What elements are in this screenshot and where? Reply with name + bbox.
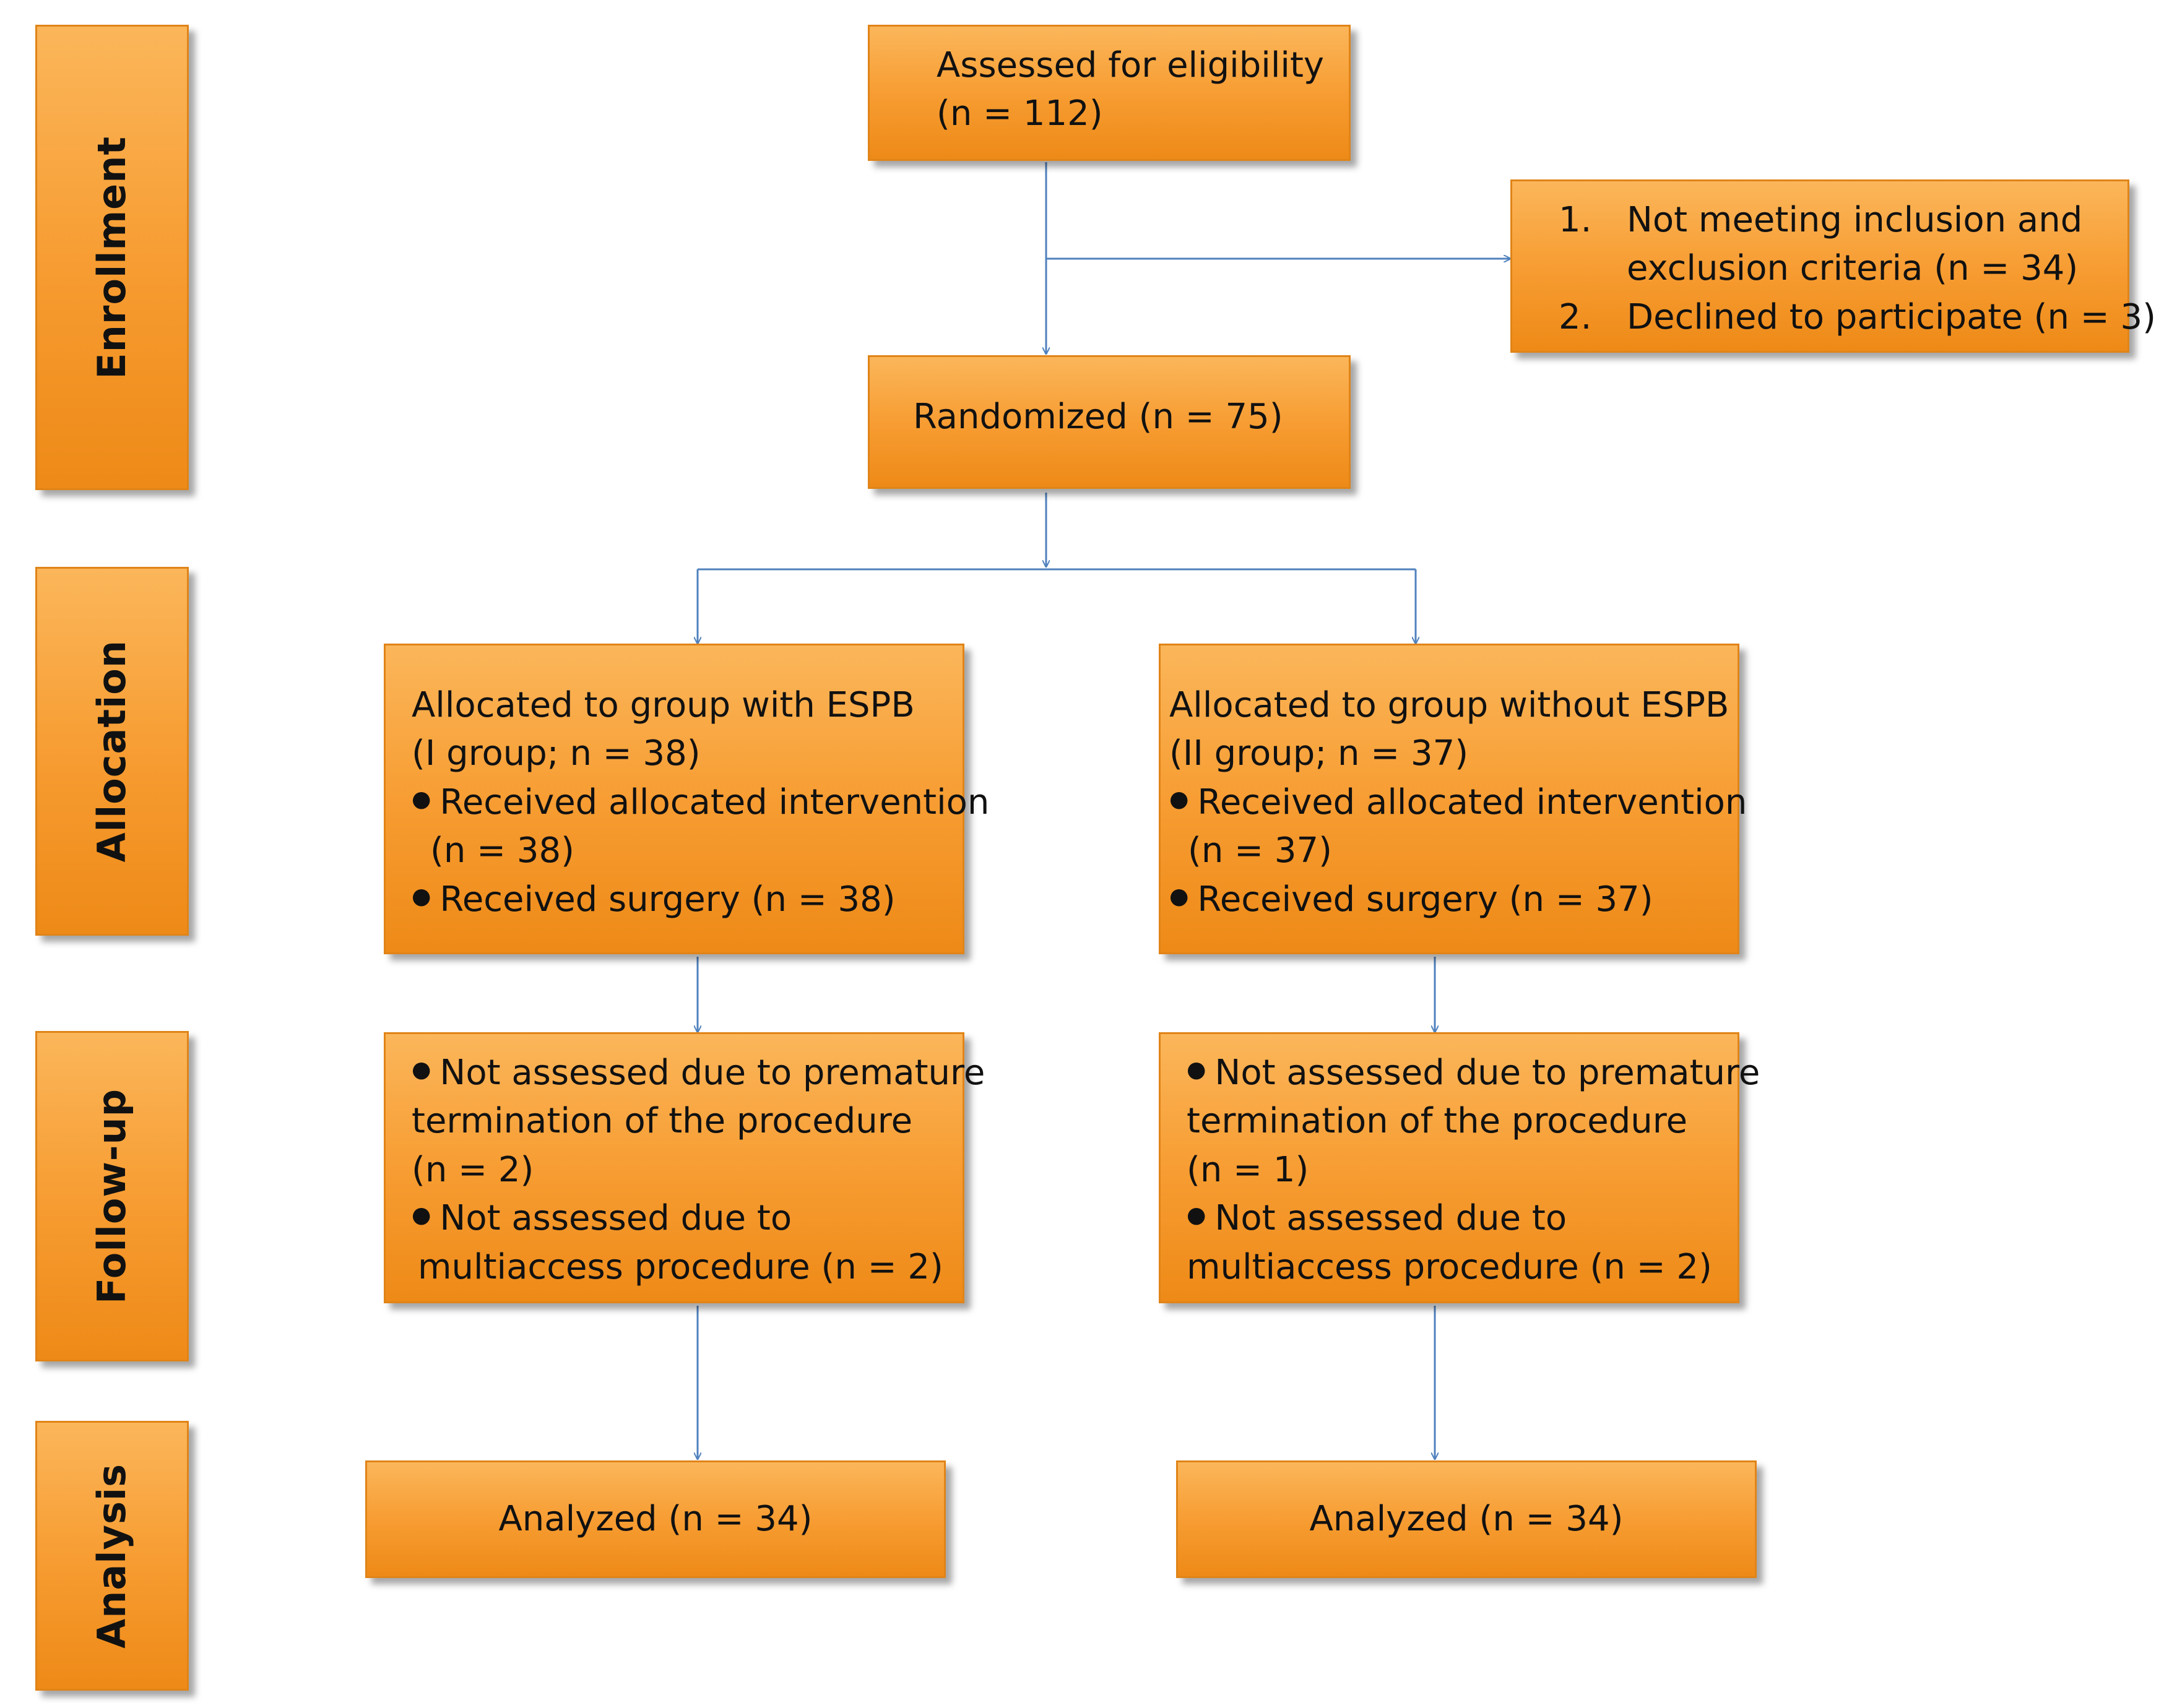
group-without-bullet-1: ●Received allocated intervention [1169, 782, 1747, 822]
group-with-bullet-1-cont: (n = 38) [430, 830, 574, 871]
excluded-item-1-text-b: exclusion criteria (n = 34) [1627, 248, 2079, 289]
assessed-title: Assessed for eligibility [937, 45, 1325, 85]
followup-with-bullet-2-cont: multiaccess procedure (n = 2) [418, 1246, 943, 1287]
bullet-icon: ● [1187, 1057, 1206, 1082]
followup-without-bullet-2-cont: multiaccess procedure (n = 2) [1187, 1246, 1712, 1287]
excluded-box: 1. Not meeting inclusion and exclusion c… [1510, 179, 2156, 353]
followup-with-bullet-1: ●Not assessed due to premature [412, 1053, 985, 1093]
followup-with-bullet-1-cont-b: (n = 2) [412, 1149, 534, 1190]
followup-without-bullet-1: ●Not assessed due to premature [1187, 1053, 1760, 1093]
bullet-icon: ● [1169, 883, 1189, 909]
stage-allocation: Allocation [35, 567, 189, 936]
bullet-icon: ● [412, 786, 431, 812]
group-with-subtitle: (I group; n = 38) [412, 733, 701, 774]
group-with-bullet-1: ●Received allocated intervention [412, 782, 990, 822]
group-without-espb-box: Allocated to group without ESPB (II grou… [1159, 644, 1747, 954]
stage-enrollment: Enrollment [35, 25, 189, 490]
excluded-item-2-number: 2. [1559, 296, 1592, 337]
followup-without-bullet-1-cont-a: termination of the procedure [1187, 1101, 1688, 1142]
bullet-icon: ● [412, 883, 431, 909]
group-without-bullet-1-cont: (n = 37) [1188, 830, 1332, 871]
bullet-icon: ● [1169, 786, 1189, 812]
excluded-item-1-cont: exclusion criteria (n = 34) [1512, 244, 2127, 293]
followup-without-bullet-1-cont-b: (n = 1) [1187, 1149, 1309, 1190]
group-with-espb-box: Allocated to group with ESPB (I group; n… [384, 644, 990, 954]
group-without-title: Allocated to group without ESPB [1169, 685, 1729, 725]
bullet-icon: ● [412, 1202, 431, 1228]
stage-follow-up: Follow-up [35, 1031, 189, 1361]
analyzed-with-text: Analyzed (n = 34) [498, 1498, 813, 1539]
followup-with-box: ●Not assessed due to premature terminati… [384, 1032, 985, 1303]
bullet-icon: ● [1187, 1202, 1206, 1228]
stage-allocation-label: Allocation [89, 640, 134, 863]
assessed-count: (n = 112) [937, 93, 1103, 134]
assessed-box: Assessed for eligibility (n = 112) [868, 25, 1351, 161]
analyzed-without-box: Analyzed (n = 34) [1176, 1460, 1757, 1578]
excluded-item-2: 2. Declined to participate (n = 3) [1512, 293, 2156, 342]
followup-with-bullet-2: ●Not assessed due to [412, 1198, 792, 1239]
excluded-item-1-number: 1. [1559, 200, 1592, 240]
bullet-icon: ● [412, 1057, 431, 1082]
stage-enrollment-label: Enrollment [89, 136, 134, 379]
randomized-text: Randomized (n = 75) [913, 397, 1283, 437]
stage-analysis: Analysis [35, 1421, 189, 1691]
analyzed-with-box: Analyzed (n = 34) [365, 1460, 946, 1578]
group-without-bullet-2: ●Received surgery (n = 37) [1169, 879, 1653, 920]
randomized-box: Randomized (n = 75) [868, 355, 1351, 489]
analyzed-without-text: Analyzed (n = 34) [1309, 1498, 1624, 1539]
followup-without-bullet-2: ●Not assessed due to [1187, 1198, 1567, 1239]
excluded-item-1-text-a: Not meeting inclusion and [1627, 200, 2083, 240]
group-without-subtitle: (II group; n = 37) [1169, 733, 1469, 774]
followup-without-box: ●Not assessed due to premature terminati… [1159, 1032, 1760, 1303]
excluded-item-1: 1. Not meeting inclusion and [1512, 196, 2127, 244]
stage-analysis-label: Analysis [89, 1463, 134, 1649]
excluded-item-2-text: Declined to participate (n = 3) [1627, 296, 2156, 337]
followup-with-bullet-1-cont-a: termination of the procedure [412, 1101, 913, 1142]
stage-follow-up-label: Follow-up [89, 1088, 134, 1305]
group-with-bullet-2: ●Received surgery (n = 38) [412, 879, 896, 920]
group-with-title: Allocated to group with ESPB [412, 685, 915, 725]
